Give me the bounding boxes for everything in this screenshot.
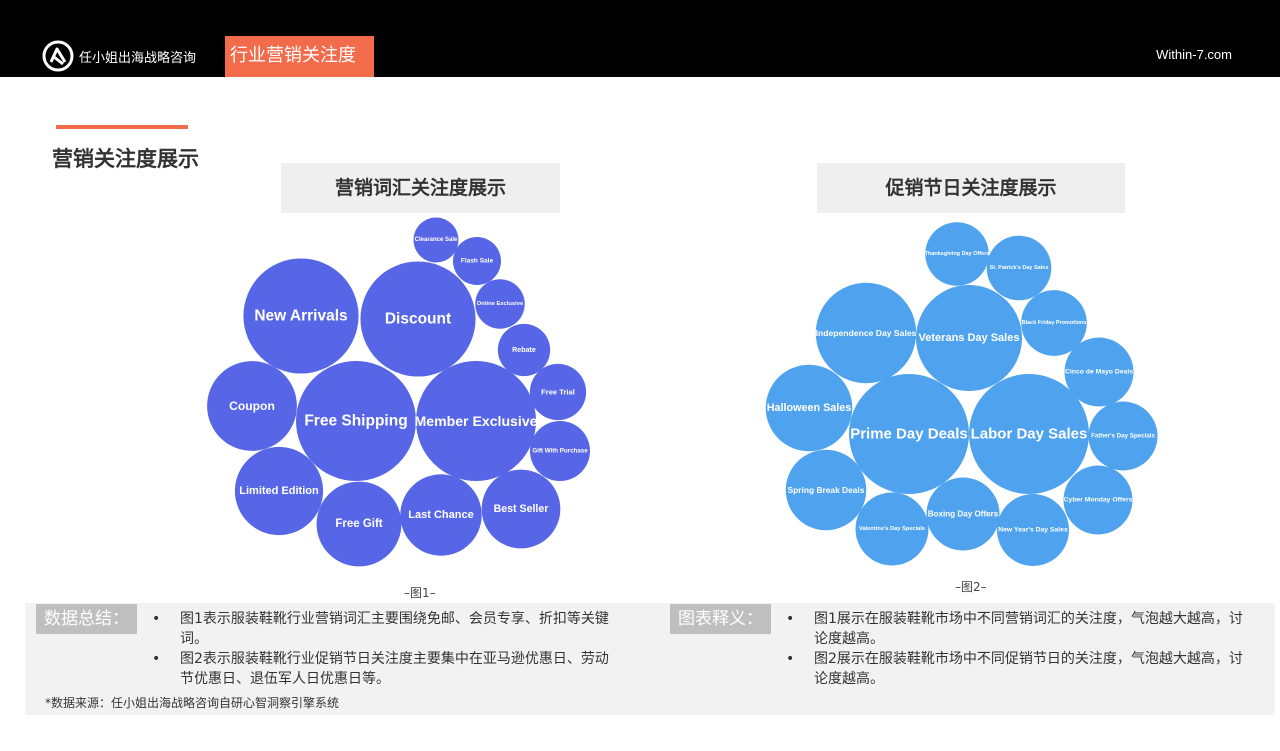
- bubble-label-spring-break-deals: Spring Break Deals: [788, 485, 865, 495]
- top-bar: [0, 0, 1280, 77]
- bubble-label-new-year-s-day-sales: New Year's Day Sales: [998, 527, 1068, 534]
- site-link[interactable]: Within-7.com: [1156, 47, 1232, 62]
- bubble-label-rebate: Rebate: [512, 346, 536, 354]
- bubble-discount: [360, 261, 476, 377]
- legend-note-item: 图2展示在服装鞋靴市场中不同促销节日的关注度，气泡越大越高，讨论度越高。: [786, 649, 1246, 689]
- bubble-label-limited-edition: Limited Edition: [239, 485, 319, 497]
- data-source-note: *数据来源：任小姐出海战略咨询自研心智洞察引擎系统: [45, 696, 340, 710]
- bubble-member-exclusive: [416, 361, 536, 481]
- bubble-free-gift: [316, 481, 402, 567]
- bubble-label-member-exclusive: Member Exclusive: [415, 413, 538, 429]
- bubble-label-free-shipping: Free Shipping: [304, 413, 407, 430]
- title-accent-line: [56, 125, 188, 129]
- bubble-label-flash-sale: Flash Sale: [461, 258, 494, 265]
- page-title: 营销关注度展示: [52, 147, 199, 171]
- bubble-label-prime-day-deals: Prime Day Deals: [850, 426, 968, 443]
- bubble-thanksgiving-day-offers: [925, 222, 989, 286]
- summary-item: 图1表示服装鞋靴行业营销词汇主要围绕免邮、会员专享、折扣等关键词。: [152, 609, 622, 649]
- bubble-label-free-trial: Free Trial: [541, 388, 575, 397]
- chart1-title: 营销词汇关注度展示: [281, 163, 560, 213]
- bubble-clearance-sale: [413, 217, 459, 263]
- section-tag: 行业营销关注度: [225, 36, 374, 77]
- brand-name: 任小姐出海战略咨询: [79, 51, 197, 66]
- legend-note-list: 图1展示在服装鞋靴市场中不同营销词汇的关注度，气泡越大越高，讨论度越高。 图2展…: [786, 609, 1246, 689]
- bubble-label-cyber-monday-offers: Cyber Monday Offers: [1064, 497, 1133, 504]
- bubble-best-seller: [481, 469, 561, 549]
- bubble-label-coupon: Coupon: [229, 399, 275, 413]
- bubble-new-year-s-day-sales: [997, 494, 1069, 566]
- summary-badge: 数据总结：: [36, 604, 137, 634]
- bubble-label-halloween-sales: Halloween Sales: [767, 402, 852, 414]
- bubble-rebate: [497, 323, 551, 377]
- chart2-title: 促销节日关注度展示: [817, 163, 1125, 213]
- summary-item: 图2表示服装鞋靴行业促销节日关注度主要集中在亚马逊优惠日、劳动节优惠日、退伍军人…: [152, 649, 622, 689]
- chart1-caption: –图1–: [404, 586, 436, 600]
- bubble-label-discount: Discount: [385, 311, 451, 328]
- bubble-coupon: [207, 361, 297, 451]
- bubble-labor-day-sales: [969, 374, 1089, 494]
- bubble-label-father-s-day-specials: Father's Day Specials: [1091, 433, 1155, 440]
- bubble-last-chance: [400, 474, 482, 556]
- bubble-label-thanksgiving-day-offers: Thanksgiving Day Offers: [925, 251, 990, 257]
- bubble-limited-edition: [234, 446, 324, 536]
- bubble-label-last-chance: Last Chance: [408, 509, 473, 521]
- bubble-label-free-gift: Free Gift: [335, 518, 382, 530]
- bubble-valentine-s-day-specials: [855, 492, 929, 566]
- bubble-spring-break-deals: [785, 449, 867, 531]
- summary-list: 图1表示服装鞋靴行业营销词汇主要围绕免邮、会员专享、折扣等关键词。 图2表示服装…: [152, 609, 622, 689]
- bubble-label-gift-with-purchase: Gift With Purchase: [532, 448, 588, 455]
- bubble-independence-day-sales: [815, 282, 917, 384]
- legend-note-item: 图1展示在服装鞋靴市场中不同营销词汇的关注度，气泡越大越高，讨论度越高。: [786, 609, 1246, 649]
- bubble-label-black-friday-promotions: Black Friday Promotions: [1022, 320, 1087, 326]
- bubble-cyber-monday-offers: [1063, 465, 1133, 535]
- bubble-father-s-day-specials: [1088, 401, 1158, 471]
- bubble-label-veterans-day-sales: Veterans Day Sales: [919, 332, 1020, 344]
- bubble-label-cinco-de-mayo-deals: Cinco de Mayo Deals: [1065, 369, 1133, 376]
- bubble-cinco-de-mayo-deals: [1064, 337, 1134, 407]
- bubble-label-independence-day-sales: Independence Day Sales: [816, 328, 917, 338]
- bubble-label-online-exclusive: Online Exclusive: [477, 301, 524, 307]
- bubble-label-valentine-s-day-specials: Valentine's Day Specials: [859, 526, 925, 532]
- bubble-gift-with-purchase: [530, 421, 590, 481]
- brand-logo-icon: [42, 40, 74, 72]
- bubble-free-shipping: [296, 361, 416, 481]
- bubble-prime-day-deals: [849, 374, 969, 494]
- bubble-free-trial: [529, 363, 587, 421]
- bubble-flash-sale: [453, 237, 501, 285]
- legend-note-badge: 图表释义：: [670, 604, 771, 634]
- bubble-st-patrick-s-day-sales: [986, 235, 1052, 301]
- chart2-caption: –图2–: [955, 580, 987, 594]
- bubble-label-labor-day-sales: Labor Day Sales: [971, 426, 1088, 443]
- bubble-boxing-day-offers: [926, 477, 1000, 551]
- bubble-label-best-seller: Best Seller: [494, 503, 549, 515]
- bubble-label-boxing-day-offers: Boxing Day Offers: [928, 510, 999, 519]
- bubble-online-exclusive: [475, 279, 525, 329]
- bubble-label-new-arrivals: New Arrivals: [254, 308, 347, 325]
- bubble-label-clearance-sale: Clearance Sale: [415, 237, 458, 243]
- bubble-halloween-sales: [765, 364, 853, 452]
- bubble-veterans-day-sales: [916, 285, 1022, 391]
- bubble-black-friday-promotions: [1021, 290, 1087, 356]
- bubble-label-st-patrick-s-day-sales: St. Patrick's Day Sales: [990, 265, 1049, 271]
- bubble-new-arrivals: [243, 258, 359, 374]
